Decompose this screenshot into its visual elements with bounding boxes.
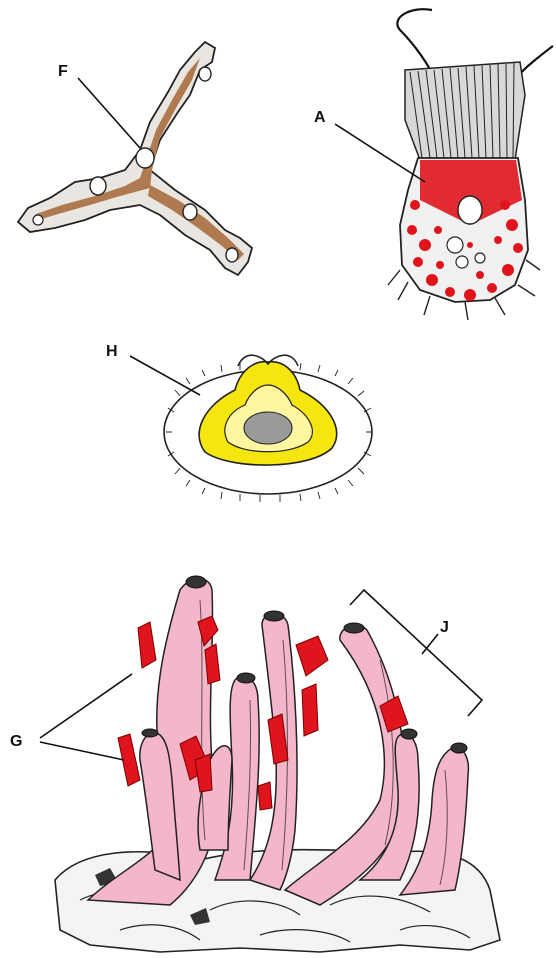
label-j: J xyxy=(440,619,449,636)
gemmule-illustration xyxy=(164,355,372,502)
sponge-colony-illustration xyxy=(55,576,500,952)
label-g-leader-1 xyxy=(40,674,132,738)
label-h: H xyxy=(106,343,118,360)
choanocyte-illustration xyxy=(388,9,553,320)
label-a: A xyxy=(314,109,326,126)
label-h-leader xyxy=(130,356,200,395)
label-f: F xyxy=(58,63,68,80)
label-g-leader-2 xyxy=(40,742,124,760)
label-f-leader xyxy=(78,78,140,148)
label-g: G xyxy=(10,733,22,750)
amoebocyte-illustration xyxy=(18,42,252,275)
